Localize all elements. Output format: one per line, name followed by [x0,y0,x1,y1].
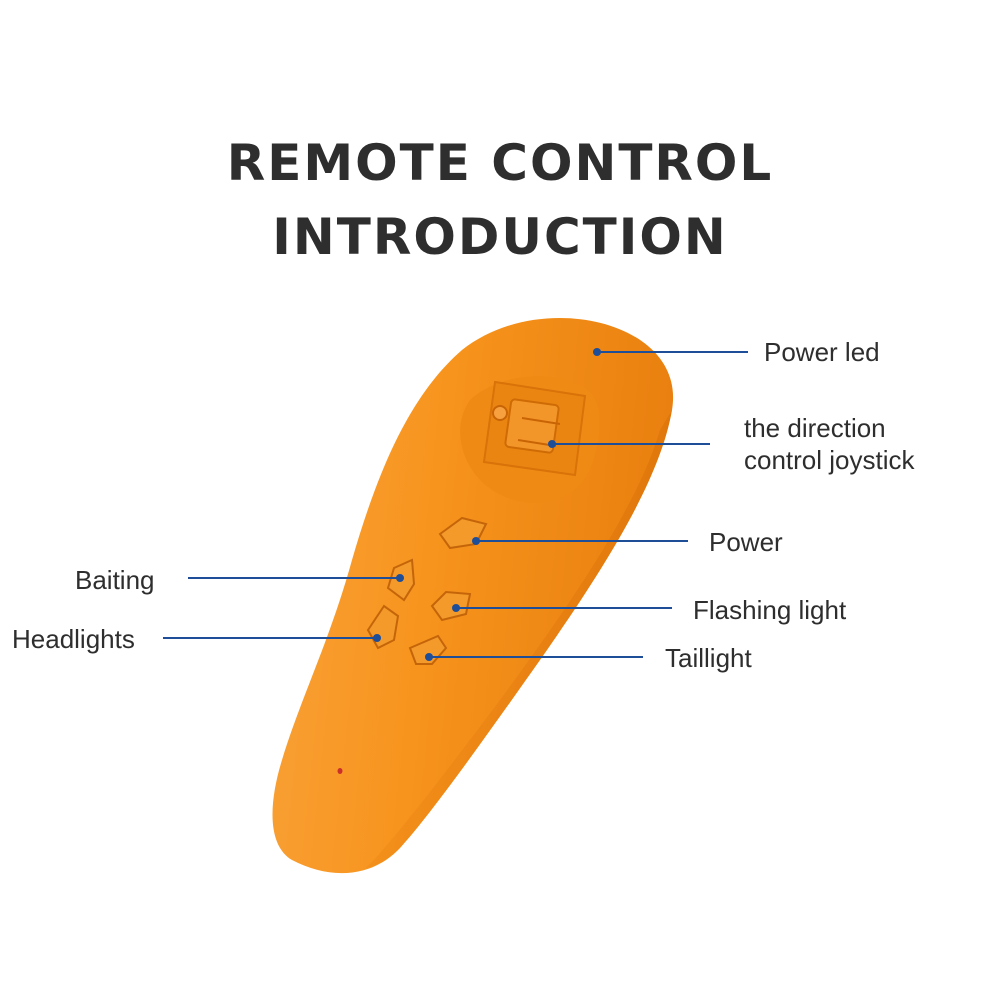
power-dot [472,537,480,545]
title-line-1: REMOTE CONTROL [226,134,774,192]
label-baiting: Baiting [75,565,155,595]
flashing-light-button[interactable] [430,590,472,622]
label-joystick-line-1: the direction [744,413,886,443]
bottom-indicator [337,768,343,774]
headlights-dot [373,634,381,642]
label-power-led: Power led [764,337,880,367]
baiting-dot [396,574,404,582]
label-headlights: Headlights [12,624,135,654]
title-line-2: INTRODUCTION [272,208,728,266]
power-led-dot [593,348,601,356]
label-power: Power [709,527,783,557]
joystick[interactable] [460,376,600,503]
label-flashing-light: Flashing light [693,595,847,625]
taillight-dot [425,653,433,661]
label-taillight: Taillight [665,643,752,673]
flashing-light-dot [452,604,460,612]
joystick-dot [548,440,556,448]
label-joystick-line-2: control joystick [744,445,915,475]
